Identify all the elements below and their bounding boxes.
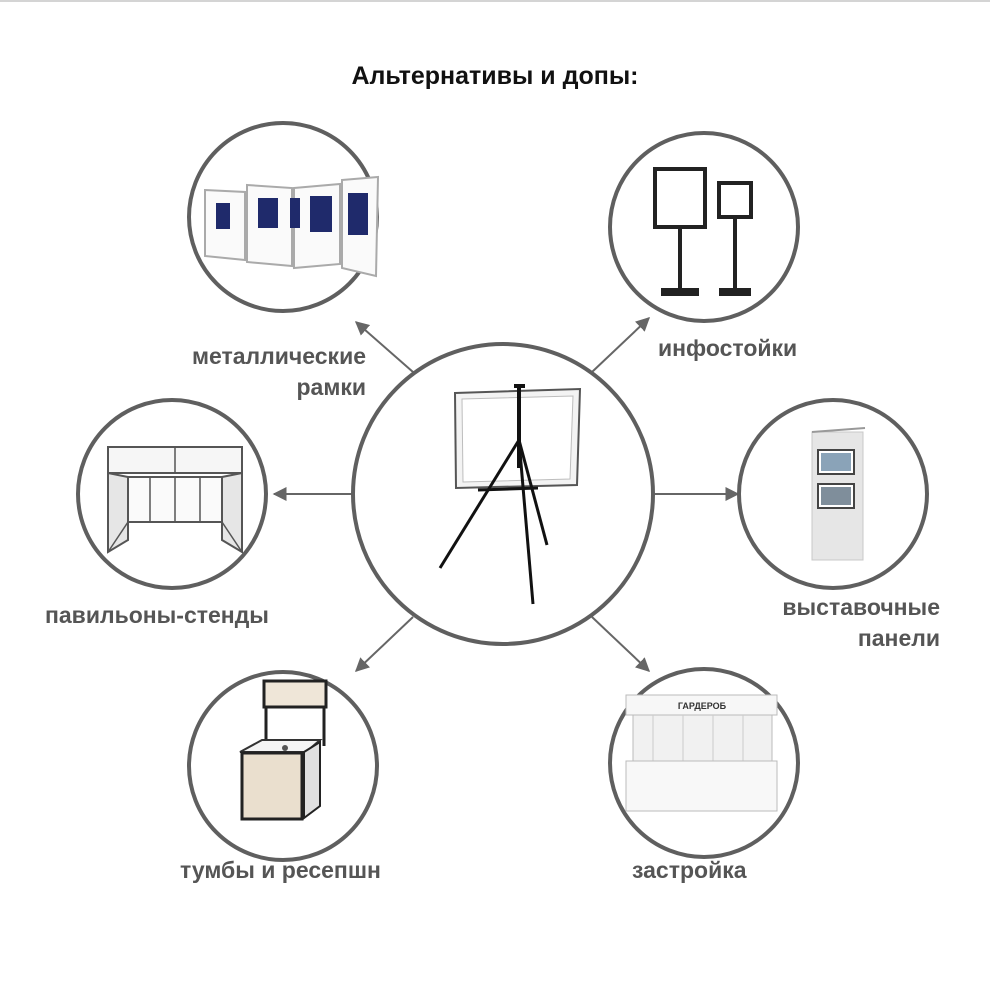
label-construction: застройка — [632, 857, 747, 883]
pavilion-booth-icon — [107, 446, 243, 554]
arrow-to-construction — [591, 616, 651, 672]
arrow-to-metal-frames — [354, 321, 414, 373]
exhibition-panel-icon — [811, 427, 866, 561]
label-info-stands: инфостойки — [658, 335, 798, 361]
item-pavilions — [76, 398, 268, 590]
arrow-to-counters — [354, 616, 414, 672]
diagram-title: Альтернативы и допы: — [351, 62, 639, 90]
booth-sign-text: ГАРДЕРОБ — [678, 701, 727, 711]
label-counters: тумбы и ресепшн — [180, 857, 381, 883]
metal-frames-icon — [204, 175, 380, 278]
top-rule — [0, 0, 990, 2]
item-metal-frames — [187, 121, 380, 313]
info-stands-icon — [653, 167, 753, 296]
arrows — [272, 317, 740, 672]
item-construction: ГАРДЕРОБ — [608, 667, 800, 859]
item-info-stands — [608, 131, 800, 323]
built-booth-icon: ГАРДЕРОБ — [625, 694, 778, 812]
center-node — [351, 342, 655, 646]
easel-icon — [438, 384, 582, 605]
reception-counter-icon — [239, 679, 328, 821]
item-exhibition-panels — [737, 398, 929, 590]
label-pavilions: павильоны-стенды — [45, 602, 269, 628]
item-counters — [187, 670, 379, 862]
arrow-to-info-stands — [591, 317, 651, 373]
